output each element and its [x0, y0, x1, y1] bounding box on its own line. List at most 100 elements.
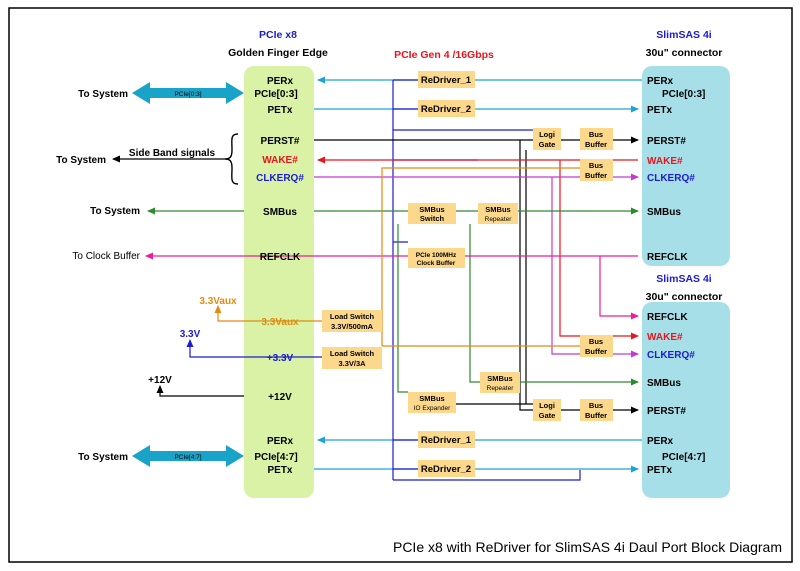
- logic-gate-top: [533, 128, 561, 150]
- conn-top-pin-petx: PETx: [647, 105, 672, 116]
- smbus-repeater-bottom: [480, 372, 520, 393]
- wire-33v: [186, 339, 322, 358]
- bus-buffer-2-line1: Bus: [589, 161, 603, 170]
- pcie-pin-clkreq: CLKERQ#: [256, 173, 304, 184]
- slot-arrow-top: PCIe[0:3]: [132, 82, 244, 104]
- bus-buffer-4: [580, 399, 613, 421]
- conn-top-header-line1: SlimSAS 4i: [656, 29, 712, 41]
- gen-header: PCIe Gen 4 /16Gbps: [394, 49, 494, 61]
- bus-buffer-4-line1: Bus: [589, 401, 603, 410]
- pcie-header-line1: PCIe x8: [259, 29, 297, 41]
- side-band-brace: [224, 133, 239, 185]
- bus-buffer-3: [580, 335, 613, 357]
- clock-buffer: [408, 248, 465, 268]
- logic-bot-line1: Logi: [539, 401, 555, 410]
- bus-buffer-3-line1: Bus: [589, 337, 603, 346]
- to-system-sideband: To System: [56, 155, 106, 166]
- slot-arrow-bottom: PCIe[4:7]: [132, 445, 244, 467]
- wire-clkreq-bottom: [551, 177, 639, 358]
- label-12v: +12V: [148, 375, 172, 386]
- conn-top-pin-pcie03: PCIe[0:3]: [662, 89, 705, 100]
- diagram-title: PCIe x8 with ReDriver for SlimSAS 4i Dau…: [393, 539, 782, 555]
- to-clock-buffer: To Clock Buffer: [72, 251, 140, 262]
- load-switch-33-line2: 3.3V/3A: [338, 359, 366, 368]
- bus-buffer-1-line1: Bus: [589, 130, 603, 139]
- smbus-switch-line1: SMBus: [419, 205, 444, 214]
- pcie-pin-pcie03: PCIe[0:3]: [254, 89, 297, 100]
- redriver1-top: [418, 71, 475, 88]
- slimsas-connector-bottom: [642, 302, 730, 498]
- to-system-top: To System: [78, 89, 128, 100]
- conn-top-pin-clkreq: CLKERQ#: [647, 173, 695, 184]
- conn-top-pin-smbus: SMBus: [647, 207, 681, 218]
- redriver2-bottom: [418, 460, 475, 477]
- wire-refclk-bottom: [599, 256, 639, 320]
- pcie-pin-smbus: SMBus: [263, 207, 297, 218]
- pcie-pin-12v: +12V: [268, 392, 292, 403]
- redriver2-bottom-label: ReDriver_2: [421, 464, 471, 475]
- smbus-repeater-top: [478, 203, 518, 224]
- logic-bot-line2: Gate: [539, 411, 556, 420]
- bus-buffer-3-line2: Buffer: [585, 347, 607, 356]
- to-system-bottom: To System: [78, 452, 128, 463]
- redriver1-bottom: [418, 431, 475, 448]
- wire-wake-bottom: [559, 160, 639, 340]
- slot-arrow-bottom-label: PCIe[4:7]: [174, 454, 201, 461]
- logic-top-line2: Gate: [539, 140, 556, 149]
- wire-12v: [156, 385, 244, 397]
- bus-buffer-2-line2: Buffer: [585, 171, 607, 180]
- side-band-label: Side Band signals: [129, 148, 216, 159]
- redriver2-top: [418, 100, 475, 117]
- diagram-frame: [8, 7, 793, 563]
- pcie-pin-33v: +3.3V: [267, 353, 294, 364]
- conn-bot-pin-perx: PERx: [647, 436, 674, 447]
- conn-bot-pin-wake: WAKE#: [647, 332, 683, 343]
- conn-bot-pin-petx: PETx: [647, 465, 672, 476]
- smbus-io-line1: SMBus: [419, 394, 444, 403]
- slimsas-connector-top: [642, 66, 730, 266]
- redriver2-top-label: ReDriver_2: [421, 104, 471, 115]
- conn-top-header-line2: 30u" connector: [646, 47, 723, 59]
- load-switch-aux: [322, 310, 382, 332]
- slot-arrow-top-label: PCIe[0:3]: [174, 91, 201, 98]
- pcie-pin-perx-top: PERx: [267, 76, 294, 87]
- pcie-pin-perst: PERST#: [261, 136, 300, 147]
- to-system-smbus: To System: [90, 206, 140, 217]
- pcie-pin-wake: WAKE#: [262, 155, 298, 166]
- conn-bot-pin-pcie47: PCIe[4:7]: [662, 452, 705, 463]
- conn-bot-pin-refclk: REFCLK: [647, 312, 688, 323]
- label-33v: 3.3V: [180, 329, 201, 340]
- smbus-repeater-bot-line1: SMBus: [487, 374, 512, 383]
- logic-gate-bottom: [533, 399, 561, 421]
- redriver1-top-label: ReDriver_1: [421, 75, 472, 86]
- load-switch-aux-line2: 3.3V/500mA: [331, 322, 374, 331]
- smbus-switch: [408, 203, 456, 224]
- conn-bot-header-line2: 30u" connector: [646, 291, 723, 303]
- conn-top-pin-perst: PERST#: [647, 136, 686, 147]
- bus-buffer-1-line2: Buffer: [585, 140, 607, 149]
- conn-top-pin-refclk: REFCLK: [647, 252, 688, 263]
- conn-bot-header-line1: SlimSAS 4i: [656, 273, 712, 285]
- conn-bot-pin-smbus: SMBus: [647, 378, 681, 389]
- load-switch-33-line1: Load Switch: [330, 349, 375, 358]
- label-33vaux: 3.3Vaux: [199, 296, 237, 307]
- pcie-pin-33vaux: 3.3Vaux: [261, 317, 299, 328]
- smbus-repeater-top-line2: Repeater: [485, 216, 513, 223]
- redriver1-bottom-label: ReDriver_1: [421, 435, 472, 446]
- conn-top-pin-perx: PERx: [647, 76, 674, 87]
- load-switch-33: [322, 347, 382, 369]
- smbus-io-expander: [408, 392, 456, 413]
- conn-top-pin-wake: WAKE#: [647, 156, 683, 167]
- wire-33vaux: [214, 305, 322, 322]
- pcie-header-line2: Golden Finger Edge: [228, 47, 328, 59]
- pcie-golden-finger: [244, 66, 314, 498]
- pcie-pin-pcie47: PCIe[4:7]: [254, 452, 297, 463]
- bus-buffer-1: [580, 128, 613, 150]
- pcie-pin-petx-top: PETx: [267, 105, 292, 116]
- clock-buffer-line2: Clock Buffer: [417, 260, 456, 267]
- smbus-io-line2: IO Expander: [414, 405, 451, 412]
- conn-bot-pin-perst: PERST#: [647, 406, 686, 417]
- smbus-repeater-top-line1: SMBus: [485, 205, 510, 214]
- conn-bot-pin-clkreq: CLKERQ#: [647, 350, 695, 361]
